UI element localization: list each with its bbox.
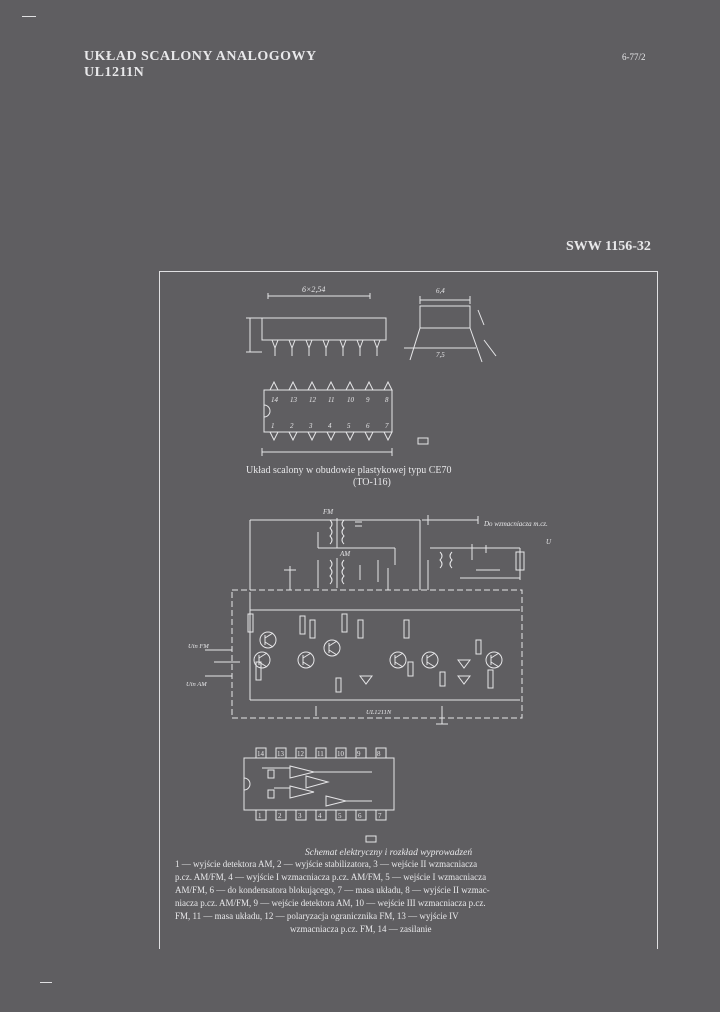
package-pin-number: 10: [347, 396, 355, 404]
package-pin-number: 12: [309, 396, 317, 404]
output-label: U: [546, 538, 552, 546]
pin-description-line: AM/FM, 6 — do kondensatora blokującego, …: [175, 885, 490, 895]
page-code: 6-77/2: [622, 52, 646, 62]
pinout-pin-number: 7: [378, 812, 382, 820]
pinout-pin-number: 5: [338, 812, 342, 820]
content-frame: [159, 271, 658, 949]
pinout-pin-number: 1: [258, 812, 262, 820]
pinout-pin-number: 9: [357, 750, 361, 758]
package-pin-number: 9: [366, 396, 370, 404]
pin-description-line: FM, 11 — masa układu, 12 — polaryzacja o…: [175, 911, 459, 921]
pinout-pin-number: 8: [377, 750, 381, 758]
pinout-pin-number: 6: [358, 812, 362, 820]
pinout-pin-number: 4: [318, 812, 322, 820]
input-am-label: Uin AM: [186, 681, 207, 688]
pinout-pin-number: 11: [317, 750, 324, 758]
pin-description-line: niacza p.cz. AM/FM, 9 — wejście detektor…: [175, 898, 486, 908]
pinout-pin-number: 2: [278, 812, 282, 820]
scan-mark: [40, 982, 52, 983]
package-pin-number: 13: [290, 396, 298, 404]
package-pin-number: 8: [385, 396, 389, 404]
am-label: AM: [339, 550, 351, 558]
package-pin-number: 7: [385, 422, 389, 430]
pinout-pin-number: 10: [337, 750, 345, 758]
standard-code: SWW 1156-32: [566, 239, 651, 254]
svg-text:7,5: 7,5: [436, 351, 445, 359]
dim-overall: 6×2,54: [302, 285, 325, 294]
svg-text:6,4: 6,4: [436, 287, 445, 295]
pin-description-line: 1 — wyjście detektora AM, 2 — wyjście st…: [175, 859, 478, 869]
pinout-pin-number: 12: [297, 750, 305, 758]
package-pin-number: 14: [271, 396, 279, 404]
package-pin-number: 6: [366, 422, 370, 430]
page-title: UKŁAD SCALONY ANALOGOWY: [84, 49, 317, 64]
input-fm-label: Uin FM: [188, 643, 209, 650]
scan-mark: [22, 16, 36, 17]
chip-label: UL1211N: [366, 709, 392, 716]
pinout-pin-number: 3: [298, 812, 302, 820]
pinout-pin-number: 14: [257, 750, 265, 758]
amplifier-label: Do wzmacniacza m.cz.: [483, 520, 548, 528]
schematic-caption: Schemat elektryczny i rozkład wyprowadze…: [305, 848, 473, 858]
package-pin-number: 1: [271, 422, 275, 430]
package-caption: Układ scalony w obudowie plastykowej typ…: [246, 465, 452, 476]
package-pin-number: 5: [347, 422, 351, 430]
pin-description-line: p.cz. AM/FM, 4 — wyjście I wzmacniacza p…: [175, 872, 487, 882]
package-pin-number: 3: [308, 422, 313, 430]
package-pin-number: 11: [328, 396, 334, 404]
fm-label: FM: [322, 508, 334, 516]
package-caption-type: (TO-116): [353, 477, 391, 488]
package-pin-number: 2: [290, 422, 294, 430]
part-number: UL1211N: [84, 65, 145, 80]
pin-description-line: wzmacniacza p.cz. FM, 14 — zasilanie: [290, 924, 432, 934]
pinout-pin-number: 13: [277, 750, 285, 758]
package-pin-number: 4: [328, 422, 332, 430]
